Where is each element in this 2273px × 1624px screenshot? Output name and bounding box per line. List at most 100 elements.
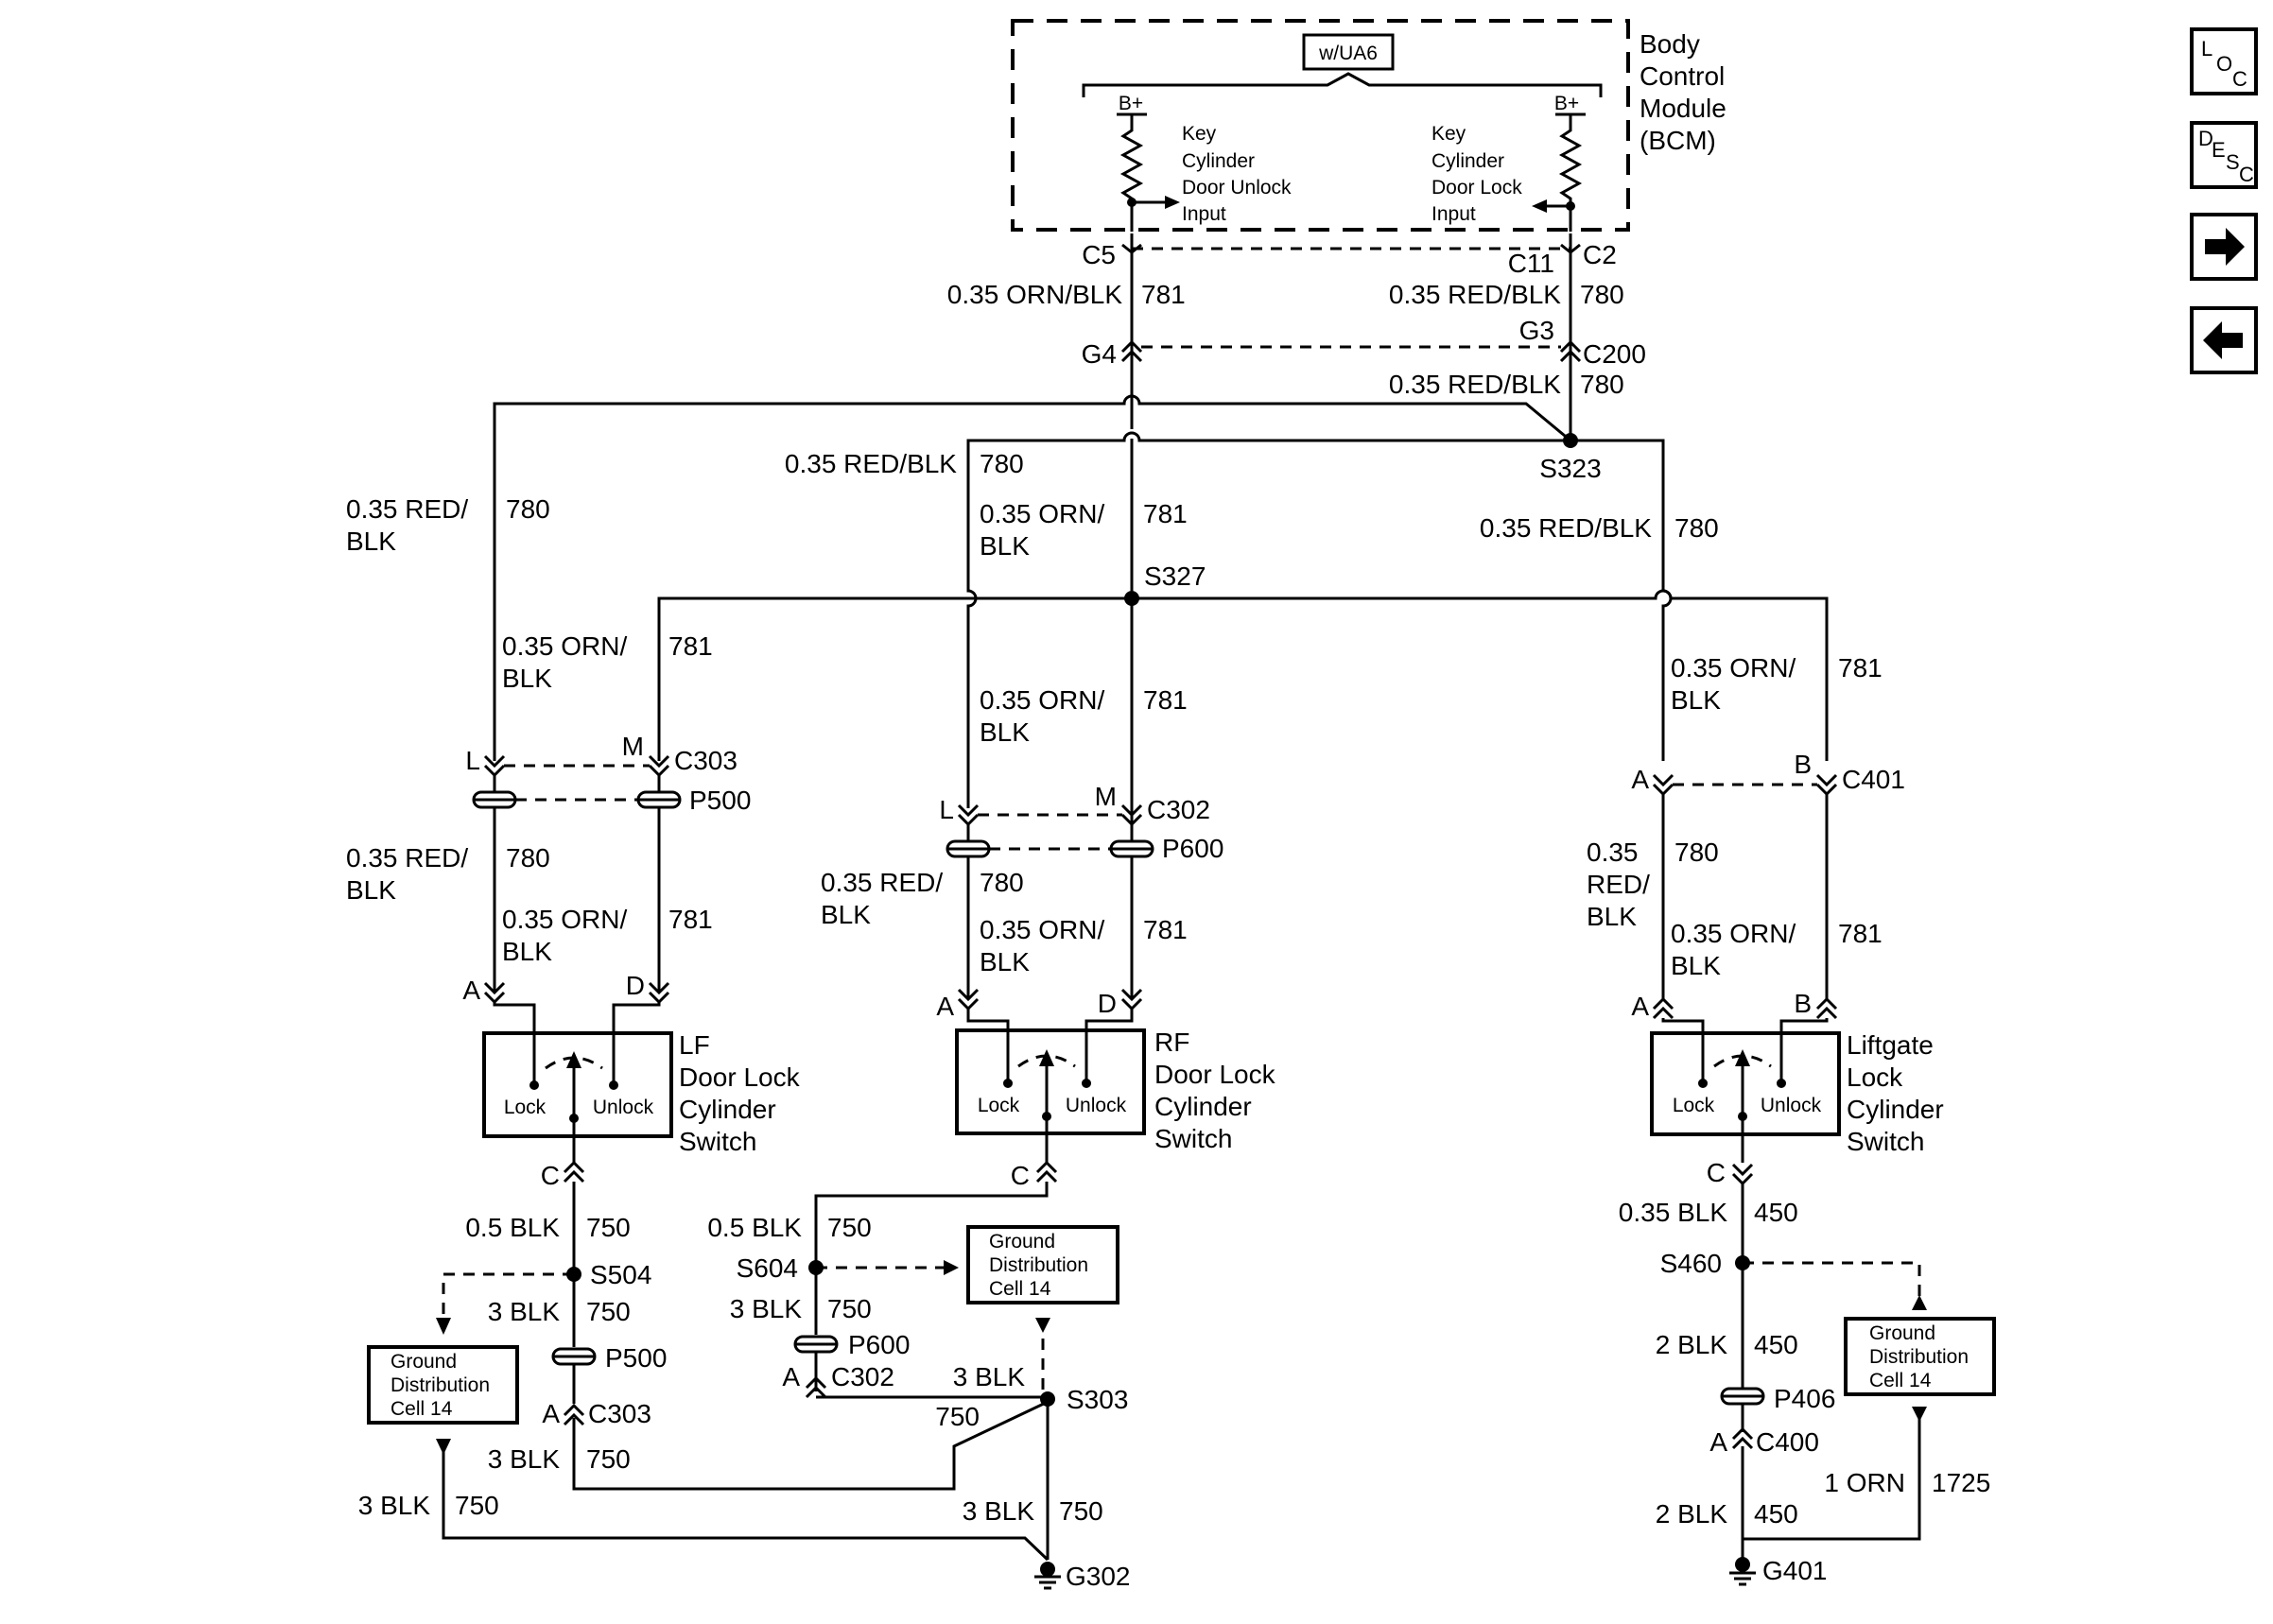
bcm-title-line-3: Module bbox=[1640, 94, 1726, 123]
rf-750-color-2: 3 BLK bbox=[730, 1294, 803, 1323]
wire-780-to-lf bbox=[493, 394, 1571, 761]
wire-780-circuit-liftgate: 780 bbox=[1674, 513, 1719, 543]
lf-direct-ground-wire bbox=[442, 1451, 1050, 1562]
previous-button[interactable] bbox=[2190, 306, 2258, 374]
c401-pin-a bbox=[1652, 773, 1674, 797]
c303-pin-a-lower bbox=[563, 1403, 585, 1426]
wire-780-circuit-lf: 780 bbox=[506, 494, 550, 524]
lg-switch-contacts bbox=[1701, 1033, 1783, 1085]
lg-781-color-4: BLK bbox=[1671, 951, 1721, 980]
description-button[interactable]: D E S C bbox=[2190, 121, 2258, 189]
lf-pin-c-label: C bbox=[541, 1161, 560, 1190]
splice-s327: S327 bbox=[1144, 561, 1206, 591]
lg-pin-a-label: A bbox=[1631, 992, 1649, 1021]
conn-c401: C401 bbox=[1842, 765, 1905, 794]
gd-lg-line-2: Distribution bbox=[1869, 1346, 1969, 1368]
lg-781-color-1: 0.35 ORN/ bbox=[1671, 653, 1796, 682]
right-arrow-icon bbox=[2205, 228, 2245, 266]
lf-lock-label: Lock bbox=[504, 1097, 547, 1118]
lf-780-circuit: 780 bbox=[506, 843, 550, 872]
lg-switch-pin-a bbox=[1652, 996, 1674, 1020]
conn-c200: C200 bbox=[1583, 339, 1646, 369]
bcm-dashed-outline bbox=[1011, 19, 1630, 232]
gd-rf-arrow bbox=[1035, 1318, 1050, 1333]
lf-750-color-2: 3 BLK bbox=[488, 1297, 561, 1326]
lf-switch-name-3: Cylinder bbox=[679, 1095, 776, 1124]
rf-780-color-2: BLK bbox=[821, 900, 871, 929]
gd-lg-line-1: Ground bbox=[1869, 1322, 1935, 1344]
g4-connector-pin bbox=[1120, 339, 1143, 363]
lf-unlock-label: Unlock bbox=[593, 1097, 654, 1118]
rf-unlock-contact bbox=[1082, 1079, 1091, 1088]
lf-750-circuit-2: 750 bbox=[586, 1297, 631, 1326]
wire-780-color-lf-1: 0.35 RED/ bbox=[346, 494, 468, 524]
lf-750-color-4: 3 BLK bbox=[358, 1491, 431, 1520]
location-button[interactable]: L O C bbox=[2190, 27, 2258, 95]
lf-750-circuit-4: 750 bbox=[455, 1491, 499, 1520]
wire-781-circuit-trunk: 781 bbox=[1143, 499, 1188, 528]
ground-g401: G401 bbox=[1762, 1556, 1828, 1585]
g401-ground-node bbox=[1735, 1557, 1750, 1572]
gd-lf-line-3: Cell 14 bbox=[390, 1398, 453, 1420]
loc-letter-o: O bbox=[2216, 52, 2233, 76]
lf-switch-name-1: LF bbox=[679, 1030, 710, 1060]
lf-781-color-1: 0.35 ORN/ bbox=[502, 631, 627, 661]
wire-780-color-mid: 0.35 RED/BLK bbox=[1389, 370, 1561, 399]
lock-input-line-3: Door Lock bbox=[1431, 177, 1522, 199]
rf-lock-label: Lock bbox=[978, 1095, 1020, 1116]
g302-ground-icon bbox=[1034, 1575, 1061, 1590]
conn-g4: G4 bbox=[1082, 339, 1117, 369]
conn-c303-top: C303 bbox=[674, 746, 737, 775]
wire-781-to-lf bbox=[657, 596, 1132, 761]
gd-rf-line-2: Distribution bbox=[989, 1254, 1088, 1276]
wire-1725-color: 1 ORN bbox=[1824, 1468, 1905, 1497]
lg-781-color-3: 0.35 ORN/ bbox=[1671, 919, 1796, 948]
rf-switch-arc bbox=[1017, 1054, 1076, 1068]
lf-ground-dist-arrow bbox=[436, 1439, 451, 1455]
lg-switch-name-2: Lock bbox=[1847, 1063, 1903, 1092]
lf-781-circuit-2: 781 bbox=[668, 905, 713, 934]
lg-switch-node bbox=[1738, 1112, 1747, 1121]
lock-pullup-resistor bbox=[1555, 112, 1586, 232]
c200-connector-pin bbox=[1559, 339, 1582, 363]
lf-switch-name-2: Door Lock bbox=[679, 1063, 801, 1092]
lg-switch-pin-c bbox=[1731, 1163, 1754, 1186]
lf-750-color-1: 0.5 BLK bbox=[465, 1213, 560, 1242]
lock-input-line-2: Cylinder bbox=[1431, 150, 1504, 172]
lg-450-color-3: 2 BLK bbox=[1656, 1499, 1728, 1529]
gd-rf-line-3: Cell 14 bbox=[989, 1278, 1051, 1300]
lg-781-circuit-1: 781 bbox=[1838, 653, 1883, 682]
ground-distribution-box-lf bbox=[367, 1345, 519, 1425]
rf-pin-d-label: D bbox=[1098, 989, 1117, 1018]
rf-switch-name-3: Cylinder bbox=[1154, 1092, 1252, 1121]
conn-p600-lower: P600 bbox=[848, 1330, 910, 1359]
rf-switch-name-2: Door Lock bbox=[1154, 1060, 1276, 1089]
conn-p500-top: P500 bbox=[689, 786, 751, 815]
wire-781-color-top: 0.35 ORN/BLK bbox=[947, 280, 1123, 309]
rf-unlock-label: Unlock bbox=[1066, 1095, 1127, 1116]
loc-letter-c: C bbox=[2232, 67, 2247, 91]
wire-781-circuit-top: 781 bbox=[1141, 280, 1186, 309]
rf-781-color-1: 0.35 ORN/ bbox=[980, 685, 1104, 715]
rf-switch-name-4: Switch bbox=[1154, 1124, 1232, 1153]
upper-harness: C5 C11 C2 0.35 ORN/BLK 781 0.35 RED/BLK … bbox=[346, 233, 1829, 922]
next-button[interactable] bbox=[2190, 213, 2258, 281]
splice-s327-dot bbox=[1124, 591, 1139, 606]
desc-letter-e: E bbox=[2212, 138, 2226, 162]
c401-pin-a-label: A bbox=[1631, 765, 1649, 794]
lf-750-circuit-1: 750 bbox=[586, 1213, 631, 1242]
rf-781-circuit-1: 781 bbox=[1143, 685, 1188, 715]
lg-450-circuit-3: 450 bbox=[1754, 1499, 1798, 1529]
rf-pin-a-label: A bbox=[936, 992, 954, 1021]
lock-input-line-1: Key bbox=[1431, 123, 1466, 145]
lf-switch-node bbox=[569, 1114, 579, 1123]
lg-780-color-1: 0.35 bbox=[1587, 838, 1639, 867]
rf-780-color-1: 0.35 RED/ bbox=[821, 868, 943, 897]
lg-pin-c-label: C bbox=[1707, 1158, 1726, 1187]
lf-780-color-2: BLK bbox=[346, 875, 396, 905]
desc-letter-c: C bbox=[2239, 163, 2254, 186]
s504-ground-dist-link bbox=[442, 1272, 574, 1328]
lf-unlock-contact bbox=[609, 1080, 618, 1090]
desc-letter-s: S bbox=[2226, 150, 2240, 174]
lg-unlock-label: Unlock bbox=[1761, 1095, 1822, 1116]
